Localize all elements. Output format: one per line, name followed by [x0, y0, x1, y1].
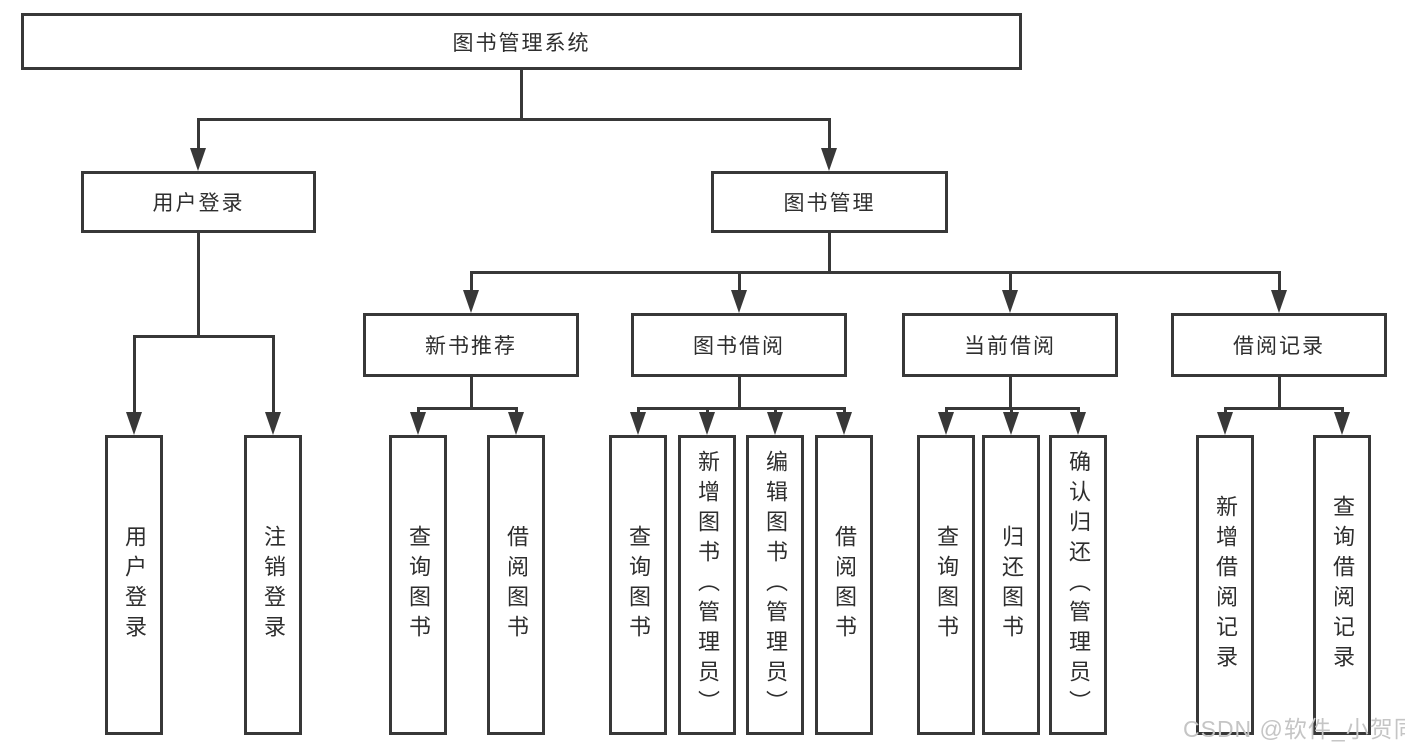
connector-line [417, 407, 518, 410]
node-book-management: 图书管理 [711, 171, 948, 233]
leaf-add-borrow-record: 新增借阅记录 [1196, 435, 1254, 735]
arrow-down-icon [1002, 290, 1018, 313]
arrow-down-icon [630, 412, 646, 435]
leaf-borrow-books-borrow: 借阅图书 [815, 435, 873, 735]
leaf-label: 查询图书 [406, 525, 431, 645]
leaf-label: 新增借阅记录 [1213, 495, 1238, 675]
connector-line [1224, 407, 1344, 410]
leaf-label: 查询借阅记录 [1330, 495, 1355, 675]
node-label: 当前借阅 [964, 335, 1056, 358]
connector-line [470, 271, 1281, 274]
arrow-down-icon [410, 412, 426, 435]
connector-line [1009, 377, 1012, 410]
connector-line [738, 271, 741, 293]
node-library-system: 图书管理系统 [21, 13, 1022, 70]
connector-line [133, 335, 136, 415]
leaf-query-books-recommend: 查询图书 [389, 435, 447, 735]
connector-line [738, 377, 741, 410]
connector-line [520, 70, 523, 120]
connector-line [1077, 407, 1080, 415]
node-user-login: 用户登录 [81, 171, 316, 233]
connector-line [828, 118, 831, 150]
arrow-down-icon [1003, 412, 1019, 435]
leaf-user-login: 用户登录 [105, 435, 163, 735]
arrow-down-icon [767, 412, 783, 435]
node-label: 图书管理 [783, 192, 876, 215]
arrow-down-icon [821, 148, 837, 171]
connector-line [1341, 407, 1344, 415]
leaf-label: 借阅图书 [504, 525, 529, 645]
arrow-down-icon [938, 412, 954, 435]
leaf-label: 注销登录 [261, 525, 286, 645]
node-label: 用户登录 [152, 192, 245, 215]
connector-line [515, 407, 518, 415]
leaf-label: 归还图书 [999, 525, 1024, 645]
connector-line [1009, 271, 1012, 293]
connector-line [828, 233, 831, 274]
leaf-label: 用户登录 [122, 525, 147, 645]
watermark: CSDN @软件_小贺同学 [1183, 716, 1405, 742]
connector-line [945, 407, 948, 415]
leaf-query-books-current: 查询图书 [917, 435, 975, 735]
leaf-query-borrow-record: 查询借阅记录 [1313, 435, 1371, 735]
arrow-down-icon [126, 412, 142, 435]
connector-line [774, 407, 777, 415]
leaf-edit-book-admin: 编辑图书（管理员） [746, 435, 804, 735]
connector-line [197, 118, 831, 121]
leaf-query-books-borrow: 查询图书 [609, 435, 667, 735]
connector-line [197, 233, 200, 338]
leaf-borrow-books-recommend: 借阅图书 [487, 435, 545, 735]
connector-line [637, 407, 640, 415]
connector-line [843, 407, 846, 415]
leaf-label: 确认归还（管理员） [1066, 450, 1091, 720]
connector-line [637, 407, 846, 410]
leaf-label: 查询图书 [934, 525, 959, 645]
arrow-down-icon [463, 290, 479, 313]
connector-line [706, 407, 709, 415]
arrow-down-icon [508, 412, 524, 435]
arrow-down-icon [836, 412, 852, 435]
connector-line [1224, 407, 1227, 415]
node-current-borrow: 当前借阅 [902, 313, 1118, 377]
arrow-down-icon [265, 412, 281, 435]
leaf-label: 编辑图书（管理员） [763, 450, 788, 720]
leaf-add-book-admin: 新增图书（管理员） [678, 435, 736, 735]
node-label: 图书借阅 [693, 335, 785, 358]
connector-line [133, 335, 275, 338]
leaf-confirm-return-admin: 确认归还（管理员） [1049, 435, 1107, 735]
connector-line [1278, 271, 1281, 293]
arrow-down-icon [699, 412, 715, 435]
connector-line [1010, 407, 1013, 415]
arrow-down-icon [1217, 412, 1233, 435]
node-label: 借阅记录 [1233, 335, 1325, 358]
node-new-book-recommend: 新书推荐 [363, 313, 579, 377]
leaf-return-books: 归还图书 [982, 435, 1040, 735]
connector-line [470, 271, 473, 293]
arrow-down-icon [731, 290, 747, 313]
node-book-borrow: 图书借阅 [631, 313, 847, 377]
leaf-label: 借阅图书 [832, 525, 857, 645]
node-label: 图书管理系统 [452, 31, 591, 55]
arrow-down-icon [1334, 412, 1350, 435]
leaf-logout-login: 注销登录 [244, 435, 302, 735]
connector-line [417, 407, 420, 415]
node-label: 新书推荐 [425, 335, 517, 358]
leaf-label: 新增图书（管理员） [695, 450, 720, 720]
arrow-down-icon [1271, 290, 1287, 313]
node-borrow-records: 借阅记录 [1171, 313, 1387, 377]
connector-line [1278, 377, 1281, 410]
arrow-down-icon [1070, 412, 1086, 435]
connector-line [470, 377, 473, 410]
connector-line [272, 335, 275, 415]
arrow-down-icon [190, 148, 206, 171]
connector-line [197, 118, 200, 150]
leaf-label: 查询图书 [626, 525, 651, 645]
